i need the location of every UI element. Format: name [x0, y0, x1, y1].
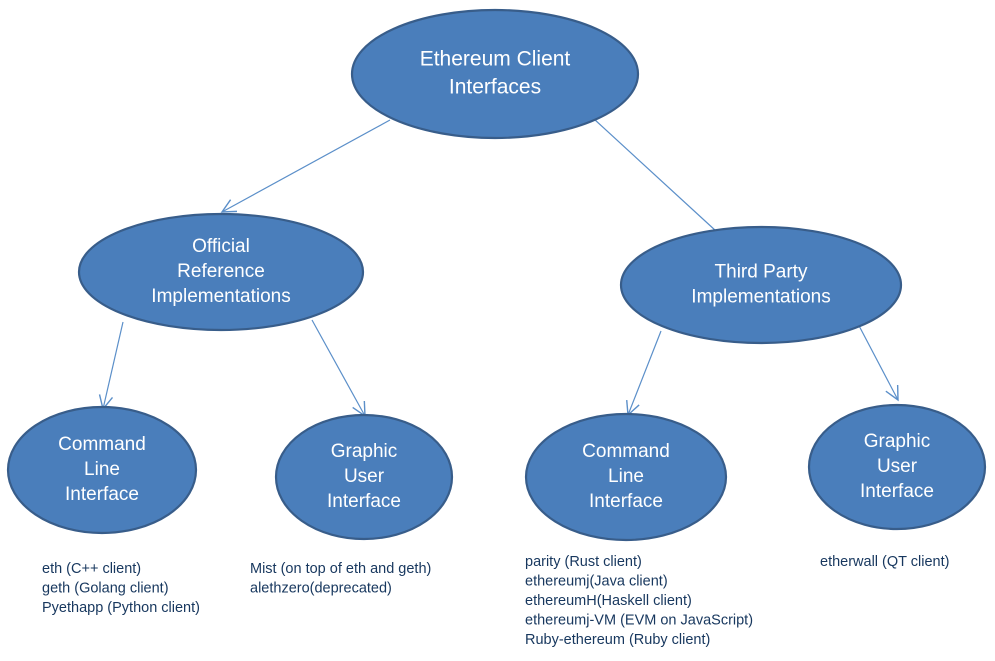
node-shape-root [350, 8, 640, 140]
node-shape-thirdparty [619, 225, 903, 345]
thirdparty-cli-caption-line-1: ethereumj(Java client) [525, 574, 668, 590]
thirdparty-gui-caption-line-0: etherwall (QT client) [820, 554, 949, 570]
thirdparty-cli-caption-line-2: ethereumH(Haskell client) [525, 593, 692, 609]
arrowhead-icon [220, 199, 238, 213]
connector-root-to-thirdparty [593, 118, 717, 232]
node-label-thirdparty-cli-line-2: Interface [589, 491, 663, 512]
arrowhead-icon [885, 384, 899, 402]
connector-layer [98, 118, 899, 418]
node-shape-official [77, 212, 365, 332]
connector-official-to-official-cli [98, 321, 124, 411]
official-cli-caption-line-0: eth (C++ client) [42, 561, 141, 577]
node-label-official-cli-line-0: Command [58, 434, 146, 455]
connector-official-to-official-gui [311, 319, 366, 418]
official-gui-caption-line-0: Mist (on top of eth and geth) [250, 561, 431, 577]
node-label-thirdparty-gui-line-2: Interface [860, 481, 934, 502]
node-label-thirdparty-cli-line-1: Line [608, 466, 644, 487]
official-gui-caption: Mist (on top of eth and geth) alethzero(d… [250, 561, 431, 597]
node-label-root-line-1: Interfaces [449, 75, 541, 98]
node-label-official-cli-line-2: Interface [65, 484, 139, 505]
thirdparty-cli-caption: parity (Rust client) ethereumj(Java clien… [525, 554, 753, 648]
node-label-official-gui-line-0: Graphic [331, 441, 398, 462]
node-label-official-line-2: Implementations [151, 286, 290, 307]
node-label-thirdparty-line-0: Third Party [715, 261, 808, 282]
official-gui-caption-line-1: alethzero(deprecated) [250, 581, 392, 597]
node-shape-thirdparty-gui [807, 403, 987, 531]
node-shape-official-gui [274, 413, 454, 541]
caption-layer: eth (C++ client) geth (Golang client) Pyet… [42, 554, 949, 648]
thirdparty-cli-caption-line-4: Ruby-ethereum (Ruby client) [525, 632, 710, 648]
node-label-official-cli-line-1: Line [84, 459, 120, 480]
official-cli-caption: eth (C++ client) geth (Golang client) Pyet… [42, 561, 200, 616]
node-label-official-gui-line-2: Interface [327, 491, 401, 512]
node-shape-thirdparty-cli [524, 412, 728, 542]
node-shape-official-cli [6, 405, 198, 535]
thirdparty-cli-caption-line-3: ethereumj-VM (EVM on JavaScript) [525, 613, 753, 629]
thirdparty-gui-caption: etherwall (QT client) [820, 554, 949, 570]
node-label-thirdparty-cli-line-0: Command [582, 441, 670, 462]
node-label-root-line-0: Ethereum Client [420, 48, 571, 71]
node-layer: Ethereum ClientInterfacesOfficialReferen… [6, 8, 987, 542]
official-cli-caption-line-1: geth (Golang client) [42, 581, 169, 597]
connector-thirdparty-to-thirdparty-gui [855, 319, 899, 402]
node-label-official-line-0: Official [192, 236, 250, 257]
connector-root-to-official [220, 119, 391, 213]
node-label-thirdparty-gui-line-1: User [877, 456, 918, 477]
node-label-thirdparty-gui-line-0: Graphic [864, 431, 931, 452]
official-cli-caption-line-2: Pyethapp (Python client) [42, 600, 200, 616]
node-label-official-gui-line-1: User [344, 466, 385, 487]
connector-thirdparty-to-thirdparty-cli [626, 330, 662, 417]
thirdparty-cli-caption-line-0: parity (Rust client) [525, 554, 642, 570]
node-label-official-line-1: Reference [177, 261, 265, 282]
node-label-thirdparty-line-1: Implementations [691, 287, 830, 308]
